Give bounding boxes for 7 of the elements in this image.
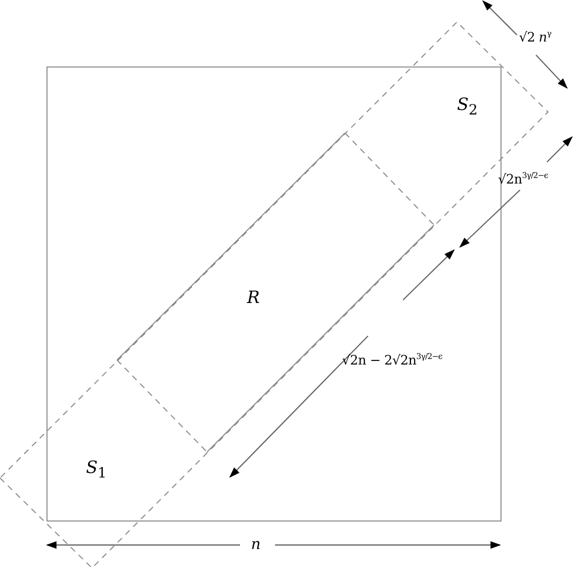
dimension-label: √2n$^{3γ/2−ϵ}$ (498, 172, 548, 186)
region-label: S$_{2}$ (457, 97, 478, 118)
region-label: R (247, 290, 260, 307)
region-label: S$_{1}$ (86, 460, 107, 481)
dimension-label: n (251, 537, 261, 552)
dimension-label: √2 n$^{γ}$ (519, 30, 552, 44)
dimension-label: √2n − 2√2n$^{3γ/2−ϵ}$ (342, 353, 442, 368)
